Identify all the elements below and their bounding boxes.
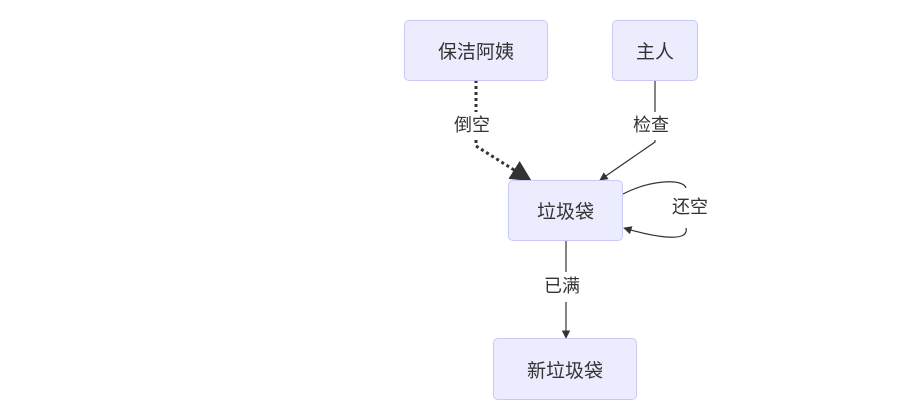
node-owner-label: 主人 xyxy=(635,41,674,63)
node-new-trashbag[interactable]: 新垃圾袋 xyxy=(493,338,637,400)
node-new-trashbag-label: 新垃圾袋 xyxy=(526,359,603,382)
edge-trashbag-self-loop xyxy=(623,181,687,238)
node-owner[interactable]: 主人 xyxy=(612,20,698,81)
node-cleaner[interactable]: 保洁阿姨 xyxy=(404,20,548,81)
edge-label-full: 已满 xyxy=(542,276,582,298)
node-trashbag-label: 垃圾袋 xyxy=(536,201,594,223)
edge-cleaner-to-trashbag xyxy=(474,80,530,180)
edge-label-self-loop: 还空 xyxy=(670,197,710,219)
edge-label-cleaner: 倒空 xyxy=(452,115,492,137)
edge-owner-to-trashbag xyxy=(600,81,656,180)
edge-label-owner: 检查 xyxy=(631,115,671,137)
node-cleaner-label: 保洁阿姨 xyxy=(437,41,514,63)
node-trashbag[interactable]: 垃圾袋 xyxy=(508,180,623,241)
